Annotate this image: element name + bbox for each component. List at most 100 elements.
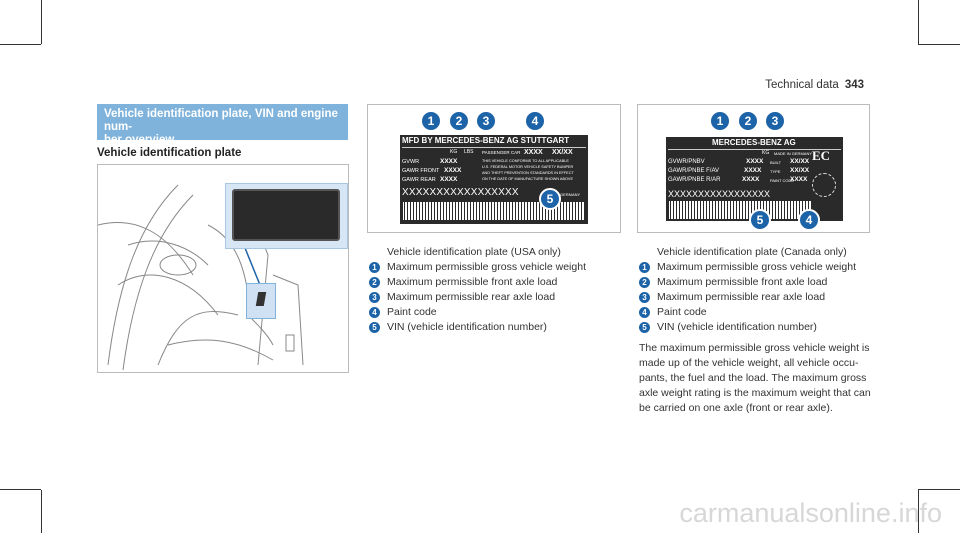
canada-xxxx2: XX/XX xyxy=(790,167,810,174)
usa-plate-divider xyxy=(402,147,586,148)
usa-vin: XXXXXXXXXXXXXXXXX xyxy=(402,187,519,198)
canada-item-5: 5 VIN (vehicle identification number) xyxy=(639,320,871,335)
bullet-4-icon: 4 xyxy=(639,307,650,318)
usa-val1: XXXX xyxy=(440,158,458,165)
crop-mark xyxy=(918,489,960,490)
bullet-5-icon: 5 xyxy=(639,322,650,333)
usa-rear: GAWR REAR xyxy=(402,177,436,183)
weight-paragraph: The maximum permissible gross vehicle we… xyxy=(639,342,871,414)
usa-val3: XXXX xyxy=(440,176,458,183)
crop-mark xyxy=(0,489,41,490)
usa-item-5: 5 VIN (vehicle identification number) xyxy=(369,320,586,335)
banner-title-line1: Vehicle identification plate, VIN and en… xyxy=(104,108,338,133)
section-banner: Vehicle identification plate, VIN and en… xyxy=(97,104,348,146)
section-title: Technical data xyxy=(765,79,839,91)
usa-note4: ON THE DATE OF MANUFACTURE SHOWN ABOVE xyxy=(482,177,573,181)
canada-plate: MERCEDES-BENZ AG KG MADE IN GERMANY GVWR… xyxy=(666,137,843,221)
usa-front: GAWR FRONT xyxy=(402,168,440,174)
crop-mark xyxy=(918,490,919,533)
canada-built: BUILT xyxy=(770,160,782,165)
subheading: Vehicle identification plate xyxy=(97,147,242,159)
canada-item-1-text: Maximum permissible gross vehicle weight xyxy=(657,261,856,273)
usa-xx: XXXX xyxy=(524,149,543,156)
zoom-inset xyxy=(225,183,348,249)
usa-item-4-text: Paint code xyxy=(387,306,437,318)
canada-plate-figure: MERCEDES-BENZ AG KG MADE IN GERMANY GVWR… xyxy=(637,104,870,233)
usa-callout-5: 5 xyxy=(539,188,561,210)
usa-text: Vehicle identification plate (USA only) … xyxy=(369,245,586,335)
canada-callout-2: 2 xyxy=(737,110,759,132)
bullet-4-icon: 4 xyxy=(369,307,380,318)
usa-germany: GERMANY xyxy=(560,192,581,197)
canada-ec-logo: EC xyxy=(812,148,831,163)
usa-item-2: 2 Maximum permissible front axle load xyxy=(369,275,586,290)
canada-made: MADE IN GERMANY xyxy=(774,151,813,156)
canada-val2: XXXX xyxy=(744,167,762,174)
bullet-5-icon: 5 xyxy=(369,322,380,333)
usa-barcode xyxy=(403,202,585,220)
usa-note1: THIS VEHICLE CONFORMS TO ALL APPLICABLE xyxy=(482,159,569,163)
usa-item-1-text: Maximum permissible gross vehicle weight xyxy=(387,261,586,273)
plate-inset xyxy=(232,189,340,241)
bullet-2-icon: 2 xyxy=(639,277,650,288)
canada-plate-top: MERCEDES-BENZ AG xyxy=(712,138,796,147)
plate-location-marker xyxy=(255,292,267,306)
bullet-3-icon: 3 xyxy=(639,292,650,303)
car-interior-figure xyxy=(97,164,349,373)
usa-note2: U.S. FEDERAL MOTOR VEHICLE SAFETY BUMPER xyxy=(482,165,574,169)
page-header: Technical data 343 xyxy=(765,79,864,91)
usa-xxxx: XX/XX xyxy=(552,149,573,156)
usa-plate: MFD BY MERCEDES-BENZ AG STUTTGART KG LBS… xyxy=(400,135,588,224)
usa-gvwr: GVWR xyxy=(402,159,420,165)
canada-front: GAWR/PNBE F/AV xyxy=(668,168,720,174)
canada-item-2-text: Maximum permissible front axle load xyxy=(657,276,828,288)
usa-val2: XXXX xyxy=(444,167,462,174)
crop-mark xyxy=(41,490,42,533)
canada-callout-4: 4 xyxy=(798,209,820,231)
usa-callout-4: 4 xyxy=(524,110,546,132)
bullet-3-icon: 3 xyxy=(369,292,380,303)
usa-kg: KG xyxy=(450,149,458,155)
crop-mark xyxy=(918,44,960,45)
canada-text: Vehicle identification plate (Canada onl… xyxy=(639,245,871,416)
usa-note3: AND THEFT PREVENTION STANDARDS IN EFFECT xyxy=(482,171,574,175)
usa-item-3-text: Maximum permissible rear axle load xyxy=(387,291,556,303)
canada-callout-1: 1 xyxy=(709,110,731,132)
crop-mark xyxy=(0,44,41,45)
page-number: 343 xyxy=(844,79,864,91)
canada-rear: GAWR/PNBE R/AR xyxy=(668,177,721,183)
canada-paint: PAINT CODE xyxy=(770,178,795,183)
plate-location-highlight xyxy=(246,283,276,319)
usa-caption: Vehicle identification plate (USA only) xyxy=(387,246,561,258)
canada-callout-5: 5 xyxy=(749,209,771,231)
canada-item-3-text: Maximum permissible rear axle load xyxy=(657,291,826,303)
usa-item-5-text: VIN (vehicle identification number) xyxy=(387,321,547,333)
bullet-1-icon: 1 xyxy=(369,262,380,273)
usa-passenger: PASSENGER CAR xyxy=(482,150,521,155)
usa-item-2-text: Maximum permissible front axle load xyxy=(387,276,558,288)
usa-item-1: 1 Maximum permissible gross vehicle weigh… xyxy=(369,260,586,275)
canada-val3: XXXX xyxy=(742,176,760,183)
canada-type: TYPE xyxy=(770,169,781,174)
canada-item-4: 4 Paint code xyxy=(639,305,871,320)
crop-mark xyxy=(41,0,42,44)
canada-barcode xyxy=(669,201,811,219)
canada-vin: XXXXXXXXXXXXXXXXX xyxy=(668,189,771,199)
canada-kg: KG xyxy=(762,150,770,156)
watermark: carmanualsonline.info xyxy=(679,498,942,528)
usa-lbs: LBS xyxy=(464,149,474,155)
usa-callout-3: 3 xyxy=(475,110,497,132)
usa-plate-top: MFD BY MERCEDES-BENZ AG STUTTGART xyxy=(402,136,570,145)
canada-item-5-text: VIN (vehicle identification number) xyxy=(657,321,817,333)
canada-callout-3: 3 xyxy=(764,110,786,132)
usa-item-3: 3 Maximum permissible rear axle load xyxy=(369,290,586,305)
bullet-2-icon: 2 xyxy=(369,277,380,288)
canada-val4: XXXX xyxy=(790,176,808,183)
canada-item-4-text: Paint code xyxy=(657,306,707,318)
crop-mark xyxy=(918,0,919,44)
canada-item-3: 3 Maximum permissible rear axle load xyxy=(639,290,871,305)
usa-item-4: 4 Paint code xyxy=(369,305,586,320)
usa-plate-figure: MFD BY MERCEDES-BENZ AG STUTTGART KG LBS… xyxy=(367,104,621,233)
canada-val1: XXXX xyxy=(746,158,764,165)
